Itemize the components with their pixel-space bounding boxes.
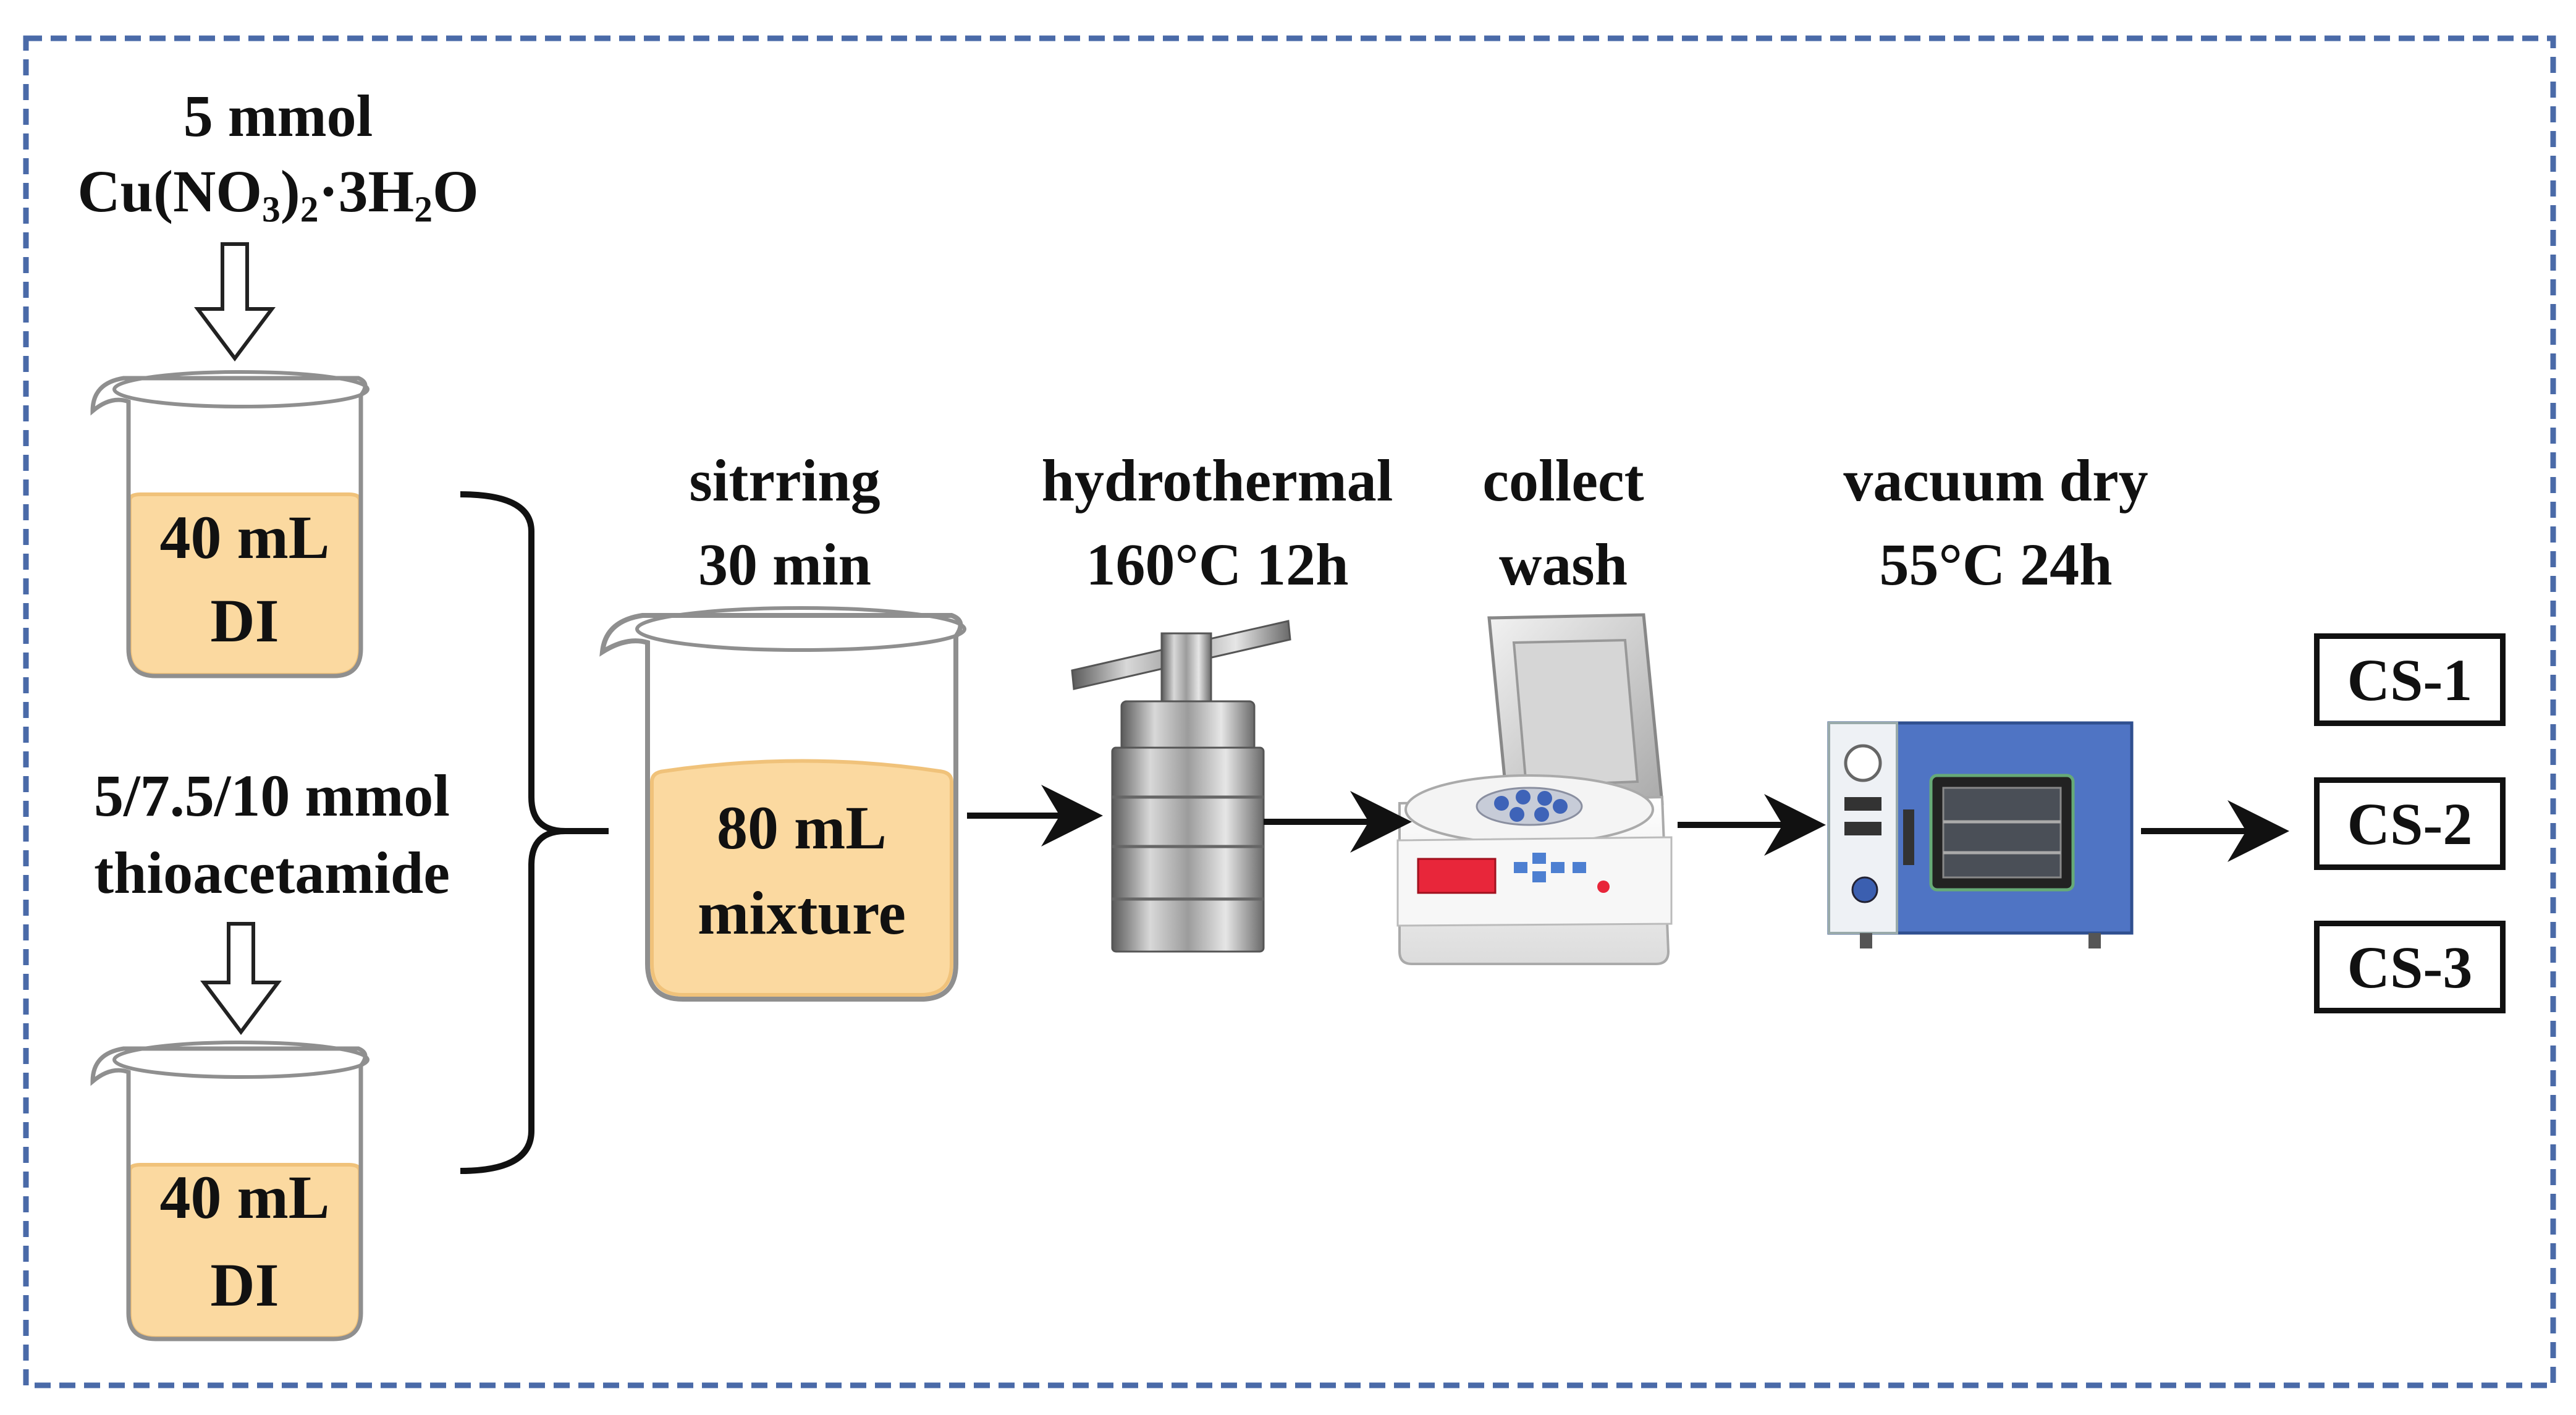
copper-formula: Cu(NO3)2·3H2O (77, 158, 479, 230)
beaker-top-volume: 40 mL (159, 503, 330, 572)
beaker-top-icon (90, 370, 370, 678)
vacuum-oven-icon (1827, 721, 2134, 948)
step-stirring-name: sitrring (689, 447, 880, 513)
hollow-down-arrow-icon (200, 922, 282, 1035)
step-collect-name: collect (1482, 447, 1644, 513)
merge-bracket (460, 491, 609, 1174)
copper-amount: 5 mmol (183, 83, 373, 149)
beaker-mixture-icon (599, 606, 966, 1002)
hollow-down-arrow-icon (194, 242, 276, 361)
step-hydrothermal-name: hydrothermal (1041, 447, 1393, 513)
mixture-content: mixture (698, 879, 906, 947)
step-dry-conditions: 55°C 24h (1879, 531, 2113, 598)
sulfur-name: thioacetamide (94, 840, 450, 906)
step-dry-name: vacuum dry (1843, 447, 2148, 513)
beaker-bottom-icon (90, 1041, 370, 1341)
step-hydrothermal-conditions: 160°C 12h (1086, 531, 1349, 598)
step-stirring-time: 30 min (698, 531, 872, 598)
sulfur-amount: 5/7.5/10 mmol (94, 762, 450, 829)
product-cs-3: CS-3 (2314, 921, 2506, 1013)
dashed-frame (23, 35, 2556, 1388)
beaker-bottom-volume: 40 mL (159, 1163, 330, 1231)
autoclave-icon (1071, 620, 1291, 953)
product-cs-1: CS-1 (2314, 633, 2506, 726)
product-cs-2: CS-2 (2314, 777, 2506, 870)
mixture-volume: 80 mL (717, 793, 887, 862)
step-collect-action: wash (1498, 531, 1628, 598)
beaker-bottom-content: DI (210, 1251, 279, 1319)
beaker-top-content: DI (210, 586, 279, 655)
centrifuge-icon (1396, 613, 1673, 965)
